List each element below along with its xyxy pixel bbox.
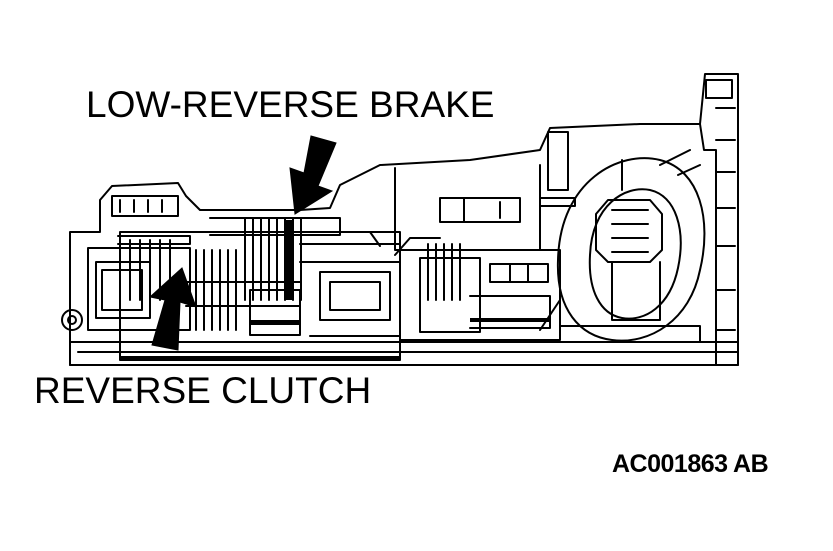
arrow-low-reverse-brake [289, 135, 337, 215]
bolt-head-right [705, 79, 733, 99]
converter-stem [611, 261, 661, 321]
converter-inner [588, 188, 682, 320]
top-bolt [547, 131, 569, 191]
converter-hub [595, 199, 663, 263]
clutch-plates [195, 249, 237, 331]
housing-flange [699, 123, 717, 366]
converter-outer [556, 157, 706, 342]
middle-bolt [439, 197, 521, 223]
arrow-reverse-clutch [148, 267, 197, 351]
figure-code: AC001863 AB [612, 450, 769, 478]
reverse-clutch-label: REVERSE CLUTCH [34, 370, 372, 411]
housing-outline [69, 73, 739, 366]
brake-plates [244, 217, 302, 301]
low-reverse-brake-label: LOW-REVERSE BRAKE [86, 84, 495, 125]
left-bolt [111, 195, 179, 217]
